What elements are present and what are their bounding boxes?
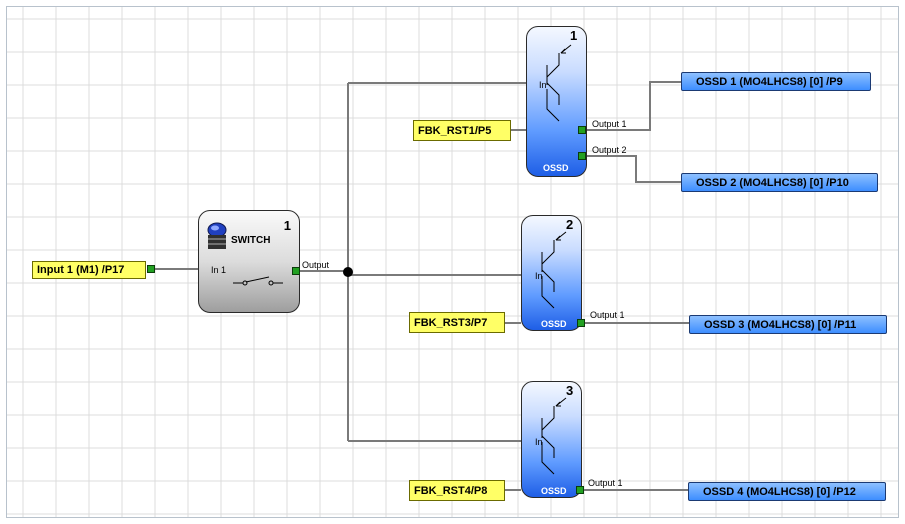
fbk-input-4-label: FBK_RST4/P8 [414,484,488,497]
fbk-input-1[interactable]: FBK_RST1/P5 [413,120,511,141]
ossd-3-output1-label: Output 1 [588,478,623,488]
output-node-2[interactable]: OSSD 2 (MO4LHCS8) [0] /P10 [681,173,878,192]
input-node[interactable]: Input 1 (M1) /P17 [32,261,146,279]
switch-in-label: In 1 [211,265,227,275]
input-port[interactable] [147,265,155,273]
ossd-3-in-label: In [535,437,543,447]
ossd-1-output2-port[interactable] [578,152,586,160]
ossd-block-1-number: 1 [570,28,578,43]
wires [153,81,689,491]
ossd-block-2-number: 2 [566,217,574,232]
ossd-2-footer: OSSD [541,319,567,329]
fbk-input-4[interactable]: FBK_RST4/P8 [409,480,505,501]
ossd-1-output2-label: Output 2 [592,145,627,155]
output-node-3[interactable]: OSSD 3 (MO4LHCS8) [0] /P11 [689,315,887,334]
fbk-input-3-label: FBK_RST3/P7 [414,316,488,329]
switch-block-number: 1 [283,218,291,233]
switch-block[interactable]: 1 SWITCH In 1 [198,210,300,313]
input-label: Input 1 (M1) /P17 [37,264,125,276]
output-node-1[interactable]: OSSD 1 (MO4LHCS8) [0] /P9 [681,72,871,91]
output-node-4-label: OSSD 4 (MO4LHCS8) [0] /P12 [703,485,856,498]
fbk-input-1-label: FBK_RST1/P5 [418,124,492,137]
ossd-2-output1-label: Output 1 [590,310,625,320]
transistor-icon [546,44,572,122]
switch-output-label: Output [302,260,330,270]
output-node-4[interactable]: OSSD 4 (MO4LHCS8) [0] /P12 [688,482,886,501]
switch-output-port[interactable] [292,267,300,275]
ossd-1-output1-port[interactable] [578,126,586,134]
wire-ossd1-out2 [583,155,681,183]
transistor-icon [541,397,567,475]
ossd-block-1[interactable]: 1 In OSSD [526,26,587,177]
ossd-block-2[interactable]: 2 In OSSD [521,215,582,331]
wire-ossd1-out1 [583,81,681,131]
ossd-3-output1-port[interactable] [576,486,584,494]
wire-junction [343,267,353,277]
ossd-1-in-label: In [539,80,547,90]
ossd-1-footer: OSSD [543,163,569,173]
transistor-icon [541,231,567,309]
ossd-3-footer: OSSD [541,486,567,496]
switch-contact-icon [233,276,283,286]
grid [7,7,898,517]
pushbutton-icon [205,221,229,253]
output-node-1-label: OSSD 1 (MO4LHCS8) [0] /P9 [696,75,843,88]
ossd-2-in-label: In [535,271,543,281]
ossd-1-output1-label: Output 1 [592,119,627,129]
ossd-block-3-number: 3 [566,383,574,398]
switch-title: SWITCH [231,235,271,246]
ossd-2-output1-port[interactable] [577,319,585,327]
output-node-3-label: OSSD 3 (MO4LHCS8) [0] /P11 [704,318,857,331]
output-node-2-label: OSSD 2 (MO4LHCS8) [0] /P10 [696,176,849,189]
fbk-input-3[interactable]: FBK_RST3/P7 [409,312,505,333]
ossd-block-3[interactable]: 3 In OSSD [521,381,582,498]
